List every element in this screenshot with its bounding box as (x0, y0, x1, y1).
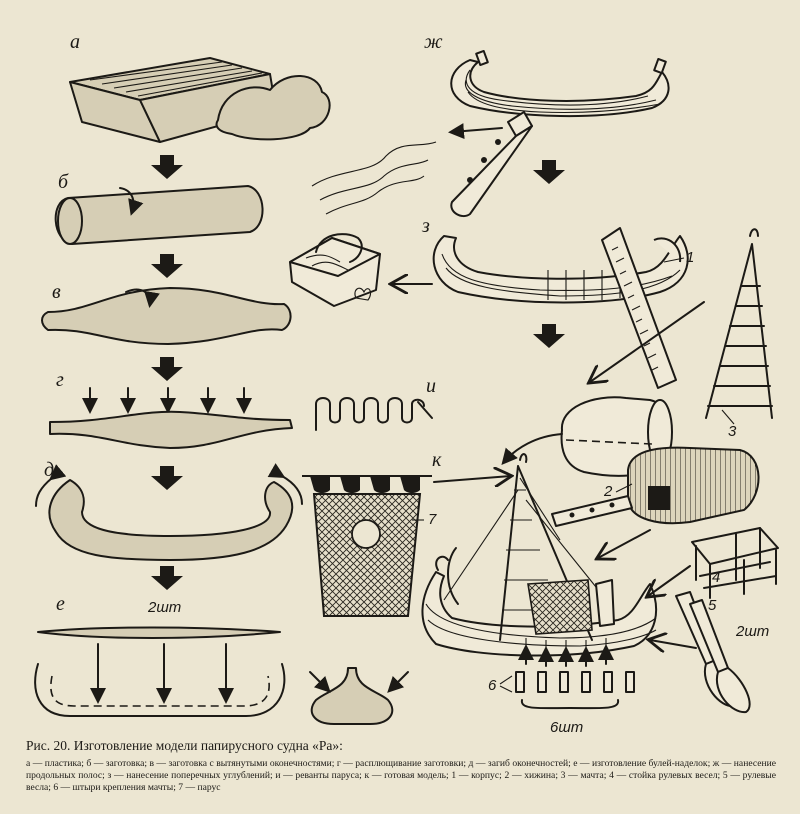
label-z: з (421, 215, 430, 237)
down-arrow-b (151, 254, 183, 278)
down-arrow-zh (533, 160, 565, 184)
mast-part: 3 (705, 228, 773, 440)
label-cabin-2: 2 (603, 483, 613, 500)
strands-quantity: 2шт (147, 599, 181, 616)
label-k: к (432, 449, 442, 471)
steam-tray (289, 141, 437, 307)
oars-part: 5 2шт (675, 591, 769, 714)
arrow-to-model (590, 301, 705, 382)
step-e-strands: е 2шт (34, 593, 286, 717)
label-b: б (58, 171, 69, 193)
step-b-blank: б (54, 171, 264, 245)
step-k-model: к (421, 433, 697, 667)
step-d-bending: д (35, 459, 303, 561)
label-hull-1: 1 (686, 249, 694, 266)
step-i-sail-rings: и (315, 375, 436, 431)
arrow-sail-to-mast (433, 476, 510, 482)
oar-post-part: 4 (691, 527, 779, 599)
label-oar-post-4: 4 (712, 569, 720, 586)
step-z-grooves: з 1 (421, 215, 694, 389)
step-a-clay: а (69, 31, 331, 143)
figure-caption: Рис. 20. Изготовление модели папирусного… (26, 738, 776, 794)
label-v: в (52, 281, 61, 303)
illustration: а б в г д (34, 31, 779, 736)
step-g-flattening: г (49, 369, 293, 449)
caption-title: Рис. 20. Изготовление модели папирусного… (26, 738, 343, 753)
label-a: а (70, 31, 80, 53)
step-zh-stripes: ж (424, 31, 670, 218)
oars-quantity: 2шт (735, 623, 769, 640)
label-oars-5: 5 (708, 597, 717, 614)
label-zh: ж (424, 31, 443, 53)
down-arrow-d (151, 566, 183, 590)
down-arrow-g (151, 466, 183, 490)
cabin-part: 2 (551, 396, 760, 527)
down-arrow-z (533, 324, 565, 348)
caption-legend: а — пластика; б — заготовка; в — заготов… (26, 758, 776, 793)
label-pins-6: 6 (488, 677, 497, 694)
down-arrow-a (151, 155, 183, 179)
label-g: г (56, 369, 64, 391)
sail-part: 7 (302, 475, 437, 617)
label-mast-3: 3 (728, 423, 737, 440)
down-arrow-v (151, 357, 183, 381)
mast-pins: 6 6шт (488, 671, 635, 736)
float-part (309, 667, 409, 725)
pins-quantity: 6шт (550, 719, 583, 736)
label-e: е (56, 593, 65, 615)
label-i: и (426, 375, 436, 397)
label-sail-7: 7 (428, 511, 437, 528)
arrow-cabin-to-model (598, 529, 651, 558)
step-v-stretched: в (41, 281, 292, 345)
